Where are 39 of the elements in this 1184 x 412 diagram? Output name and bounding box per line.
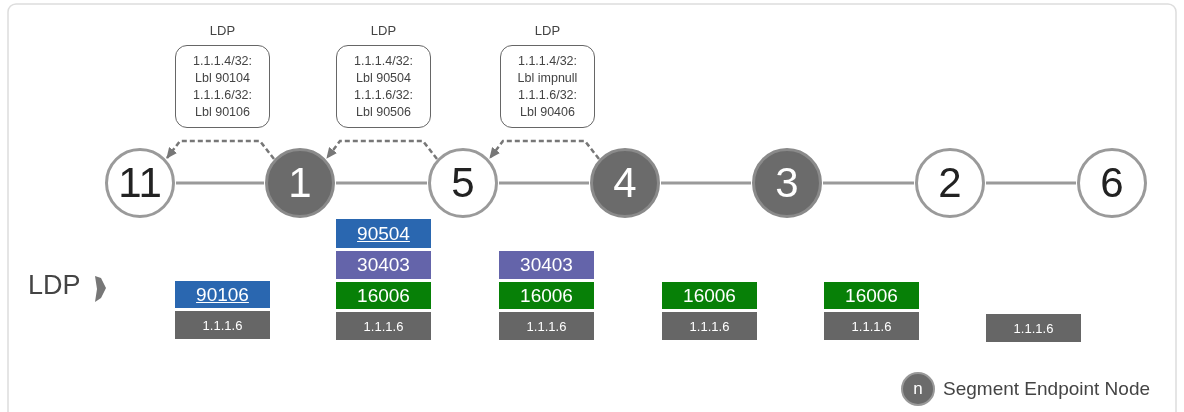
router-node: 6 — [1077, 148, 1147, 218]
dashed-arrow — [489, 139, 600, 160]
label-binding-text: 1.1.1.4/32: Lbl 90504 1.1.1.6/32: Lbl 90506 — [352, 52, 415, 121]
router-node: 4 — [590, 148, 660, 218]
label-cell: 90106 — [175, 281, 270, 308]
label-cell: 16006 — [824, 282, 919, 309]
router-node: 1 — [265, 148, 335, 218]
row-label: LDP — [28, 270, 81, 301]
link-line — [499, 181, 589, 185]
address-cell: 1.1.1.6 — [824, 312, 919, 340]
address-cell: 1.1.1.6 — [175, 311, 270, 339]
label-binding-text: 1.1.1.4/32: Lbl 90104 1.1.1.6/32: Lbl 90106 — [191, 52, 254, 121]
router-node: 11 — [105, 148, 175, 218]
label-cell: 16006 — [336, 282, 431, 309]
label-binding-text: 1.1.1.4/32: Lbl impnull 1.1.1.6/32: Lbl 90406 — [516, 52, 579, 121]
label-cell: 90504 — [336, 219, 431, 248]
router-node: 2 — [915, 148, 985, 218]
router-node: 5 — [428, 148, 498, 218]
address-cell: 1.1.1.6 — [336, 312, 431, 340]
address-cell: 1.1.1.6 — [986, 314, 1081, 342]
link-line — [986, 181, 1076, 185]
dashed-arrow — [166, 139, 275, 160]
ldp-heading: LDP — [369, 22, 398, 39]
link-line — [336, 181, 427, 185]
label-cell: 16006 — [662, 282, 757, 309]
label-cell: 30403 — [336, 251, 431, 279]
link-line — [176, 181, 264, 185]
address-cell: 1.1.1.6 — [662, 312, 757, 340]
label-cell: 16006 — [499, 282, 594, 309]
dashed-arrow — [326, 139, 438, 160]
address-cell: 1.1.1.6 — [499, 312, 594, 340]
ldp-heading: LDP — [533, 22, 562, 39]
router-node: 3 — [752, 148, 822, 218]
label-cell: 30403 — [499, 251, 594, 279]
link-line — [661, 181, 751, 185]
legend-symbol-letter: n — [913, 379, 923, 399]
ldp-heading: LDP — [208, 22, 237, 39]
link-line — [823, 181, 914, 185]
legend-text: Segment Endpoint Node — [943, 378, 1151, 400]
